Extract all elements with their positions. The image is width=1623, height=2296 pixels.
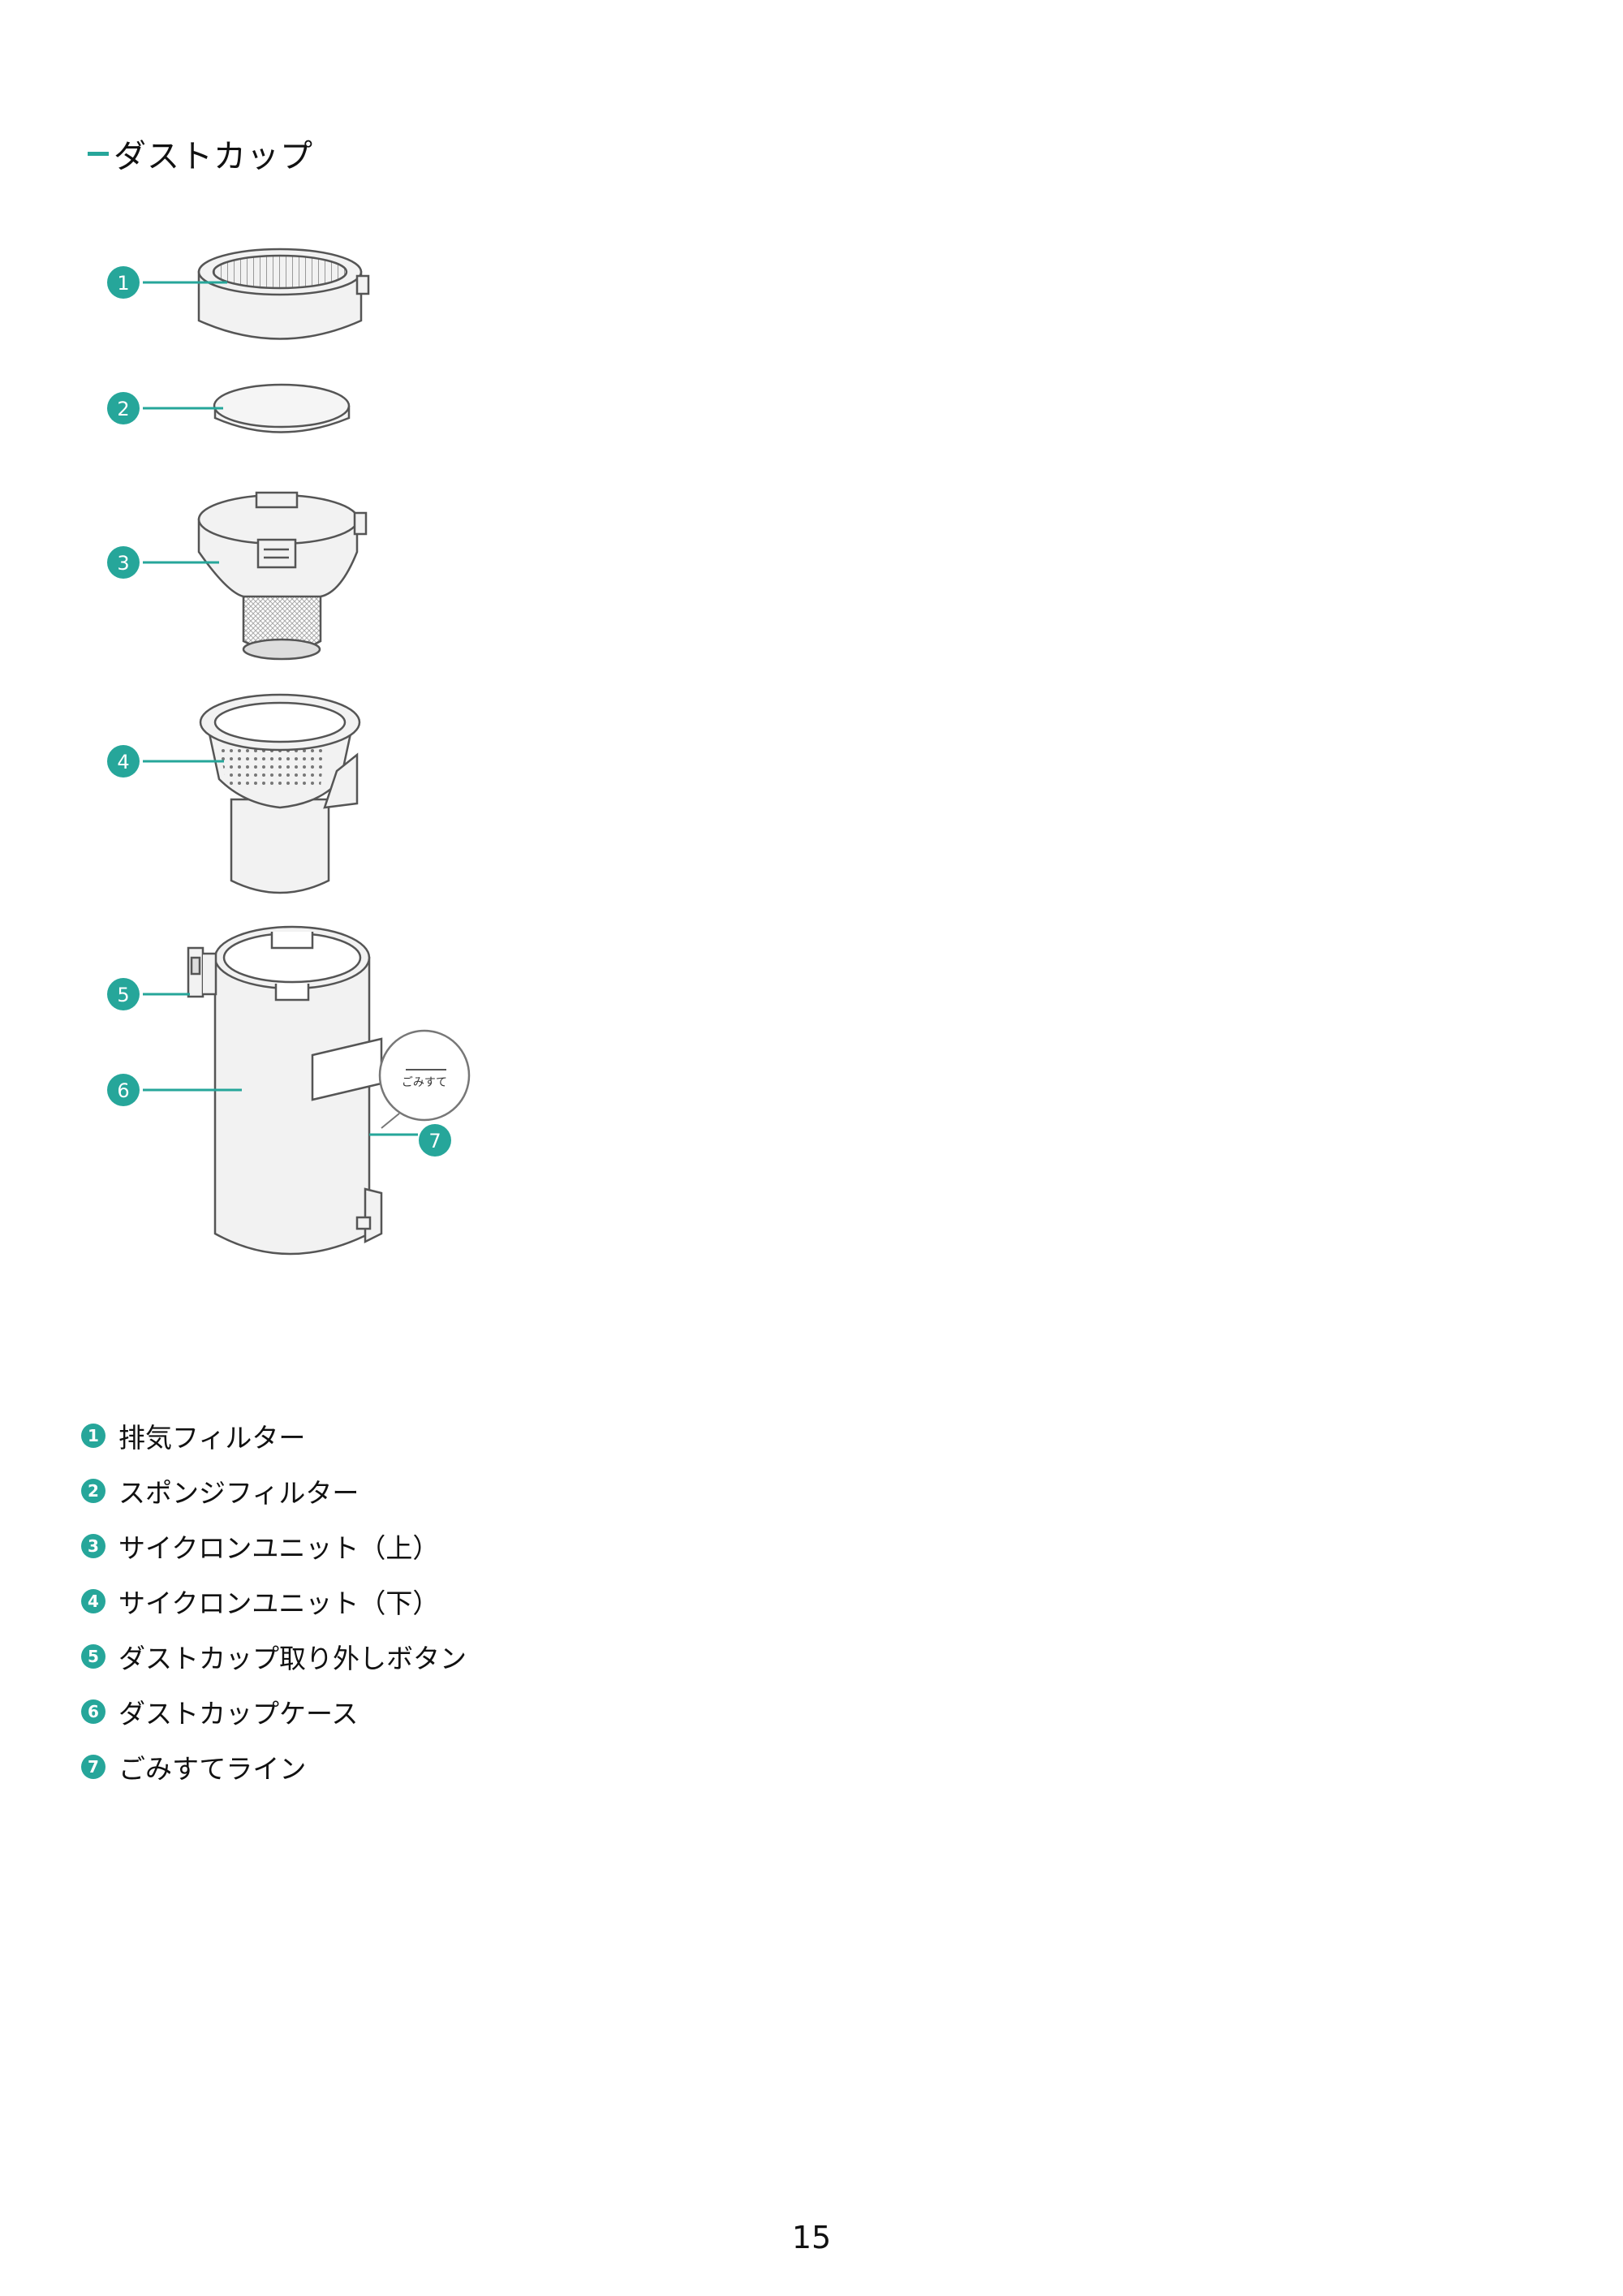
part-dust-cup-release-button — [187, 946, 217, 998]
svg-text:1: 1 — [117, 272, 129, 295]
callout-3: 3 — [107, 546, 140, 579]
part-dust-cup-case — [213, 925, 383, 1256]
legend-label: スポンジフィルター — [118, 1477, 359, 1509]
part-cyclone-unit-top — [197, 491, 368, 661]
svg-text:2: 2 — [117, 398, 129, 420]
callout-2: 2 — [107, 392, 140, 424]
legend-number: 6 — [81, 1699, 105, 1724]
svg-text:7: 7 — [428, 1130, 441, 1152]
legend-label: ダストカップ取り外しボタン — [118, 1643, 467, 1674]
callout-5: 5 — [107, 978, 140, 1010]
dust-line-magnifier: ごみすて — [378, 1029, 471, 1129]
legend-label: 排気フィルター — [118, 1422, 306, 1454]
svg-text:5: 5 — [117, 984, 129, 1006]
legend-item: 6 ダストカップケース — [81, 1684, 467, 1739]
legend-number: 3 — [81, 1534, 105, 1558]
section-title: ダストカップ — [114, 138, 313, 175]
legend-item: 2 スポンジフィルター — [81, 1463, 467, 1518]
legend-number: 5 — [81, 1644, 105, 1669]
svg-text:6: 6 — [117, 1079, 129, 1102]
parts-legend: 1 排気フィルター 2 スポンジフィルター 3 サイクロンユニット（上） 4 サ… — [81, 1408, 467, 1794]
legend-item: 5 ダストカップ取り外しボタン — [81, 1629, 467, 1684]
legend-item: 1 排気フィルター — [81, 1408, 467, 1463]
svg-text:4: 4 — [117, 751, 129, 773]
heading-accent-bar — [88, 151, 109, 156]
legend-number: 7 — [81, 1755, 105, 1779]
legend-label: ダストカップケース — [118, 1698, 359, 1730]
legend-label: サイクロンユニット（上） — [118, 1532, 440, 1564]
legend-number: 4 — [81, 1589, 105, 1613]
part-cyclone-unit-bottom — [199, 693, 361, 894]
legend-number: 2 — [81, 1479, 105, 1503]
callout-6: 6 — [107, 1074, 140, 1106]
dust-cup-exploded-diagram: ごみすて 1 2 3 4 5 6 7 — [107, 248, 471, 1256]
legend-label: ごみすてライン — [118, 1753, 307, 1785]
part-sponge-filter — [213, 383, 351, 433]
legend-item: 7 ごみすてライン — [81, 1739, 467, 1794]
section-heading: ダストカップ — [88, 130, 313, 177]
legend-label: サイクロンユニット（下） — [118, 1587, 440, 1619]
dust-line-label: ごみすて — [402, 1076, 447, 1089]
legend-item: 4 サイクロンユニット（下） — [81, 1574, 467, 1629]
leader-lines — [143, 281, 418, 1136]
legend-item: 3 サイクロンユニット（上） — [81, 1518, 467, 1574]
page-number: 15 — [791, 2220, 832, 2255]
callout-1: 1 — [107, 266, 140, 299]
callout-7: 7 — [419, 1124, 451, 1157]
legend-number: 1 — [81, 1424, 105, 1448]
part-exhaust-filter — [197, 248, 370, 340]
callout-4: 4 — [107, 745, 140, 778]
svg-text:3: 3 — [117, 552, 129, 575]
